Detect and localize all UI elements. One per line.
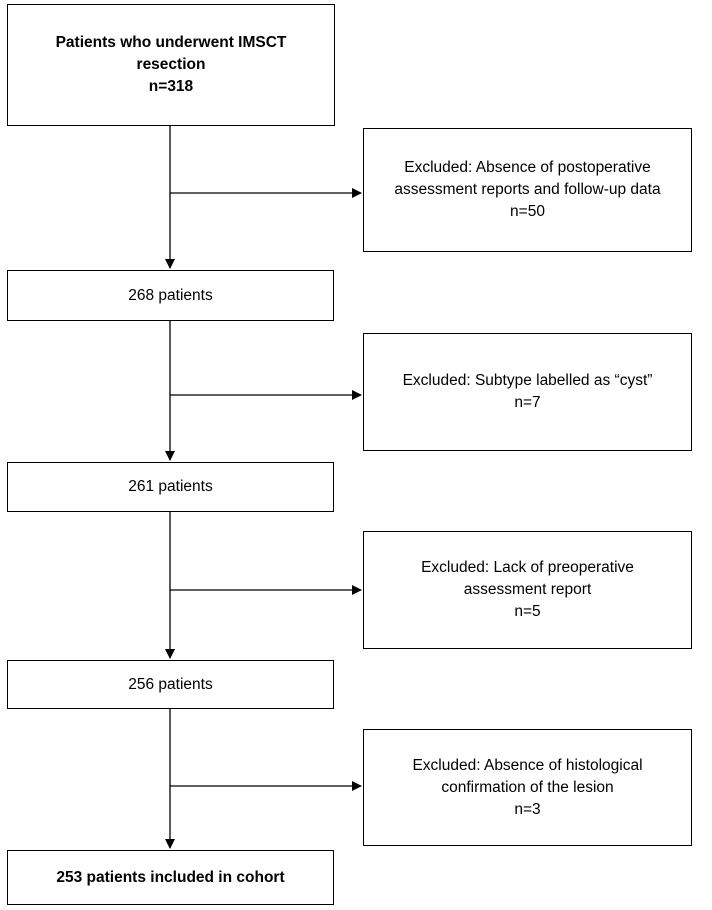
exclusion-box-2: Excluded: Subtype labelled as “cyst” n=7 [363,333,692,451]
start-title-line-2: resection [136,56,206,73]
stage-261-label: 261 patients [128,478,213,495]
start-title-line-1: Patients who underwent IMSCT [55,34,287,51]
stage-256-label: 256 patients [128,675,213,693]
exclusion-2-count: n=7 [514,394,541,411]
start-count: n=318 [148,78,194,95]
exclusion-1-line-1: Excluded: Absence of postoperative [404,159,651,176]
start-box: Patients who underwent IMSCT resection n… [7,4,335,126]
exclusion-2-line-1: Excluded: Subtype labelled as “cyst” [402,372,653,389]
stage-box-261: 261 patients [7,462,334,512]
exclusion-3-line-1: Excluded: Lack of preoperative [421,559,634,576]
exclusion-1-count: n=50 [510,203,545,220]
stage-box-268: 268 patients [7,270,334,321]
final-cohort-box: 253 patients included in cohort [7,850,334,905]
final-cohort-label: 253 patients included in cohort [56,868,285,886]
stage-268-label: 268 patients [128,286,213,304]
exclusion-box-4: Excluded: Absence of histological confir… [363,729,692,846]
stage-box-256: 256 patients [7,660,334,709]
exclusion-3-count: n=5 [514,603,541,620]
exclusion-box-1: Excluded: Absence of postoperative asses… [363,128,692,252]
exclusion-1-line-2: assessment reports and follow-up data [394,181,661,198]
exclusion-3-line-2: assessment report [463,581,592,598]
exclusion-box-3: Excluded: Lack of preoperative assessmen… [363,531,692,649]
exclusion-4-line-2: confirmation of the lesion [441,778,614,796]
exclusion-4-line-1: Excluded: Absence of histological [412,756,643,774]
exclusion-4-count: n=3 [514,800,541,818]
